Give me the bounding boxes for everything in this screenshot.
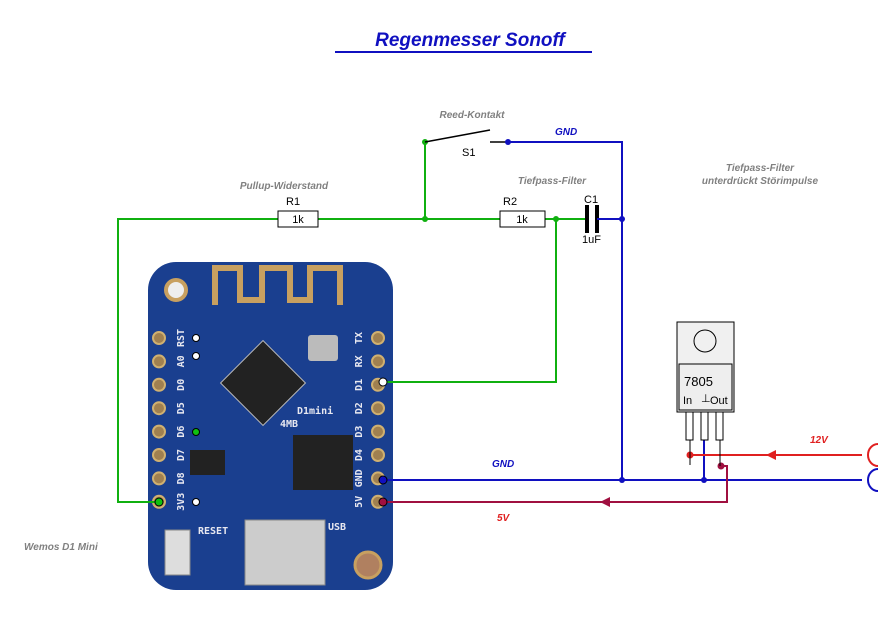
usb-label: USB — [328, 522, 346, 533]
chip-label: D1mini — [297, 405, 333, 417]
c1-label: C1 — [584, 194, 598, 206]
pin-rst — [152, 331, 166, 345]
pin-label: D1 — [354, 379, 365, 391]
pin-d3 — [371, 424, 385, 439]
c1-value: 1uF — [582, 234, 601, 246]
reset-button[interactable] — [164, 529, 191, 576]
note-line-1: Tiefpass-Filter — [726, 163, 795, 174]
board-name-label: Wemos D1 Mini — [24, 542, 98, 553]
pin-3v3-node — [154, 497, 164, 507]
pin-label: RX — [354, 355, 365, 367]
pin-tx — [371, 331, 385, 345]
junction — [422, 216, 428, 222]
gnd-connector — [867, 468, 879, 492]
pin-label: D3 — [354, 426, 365, 438]
12v-label: 12V — [810, 435, 829, 446]
arrow-left-icon — [600, 497, 610, 507]
capacitor-c1 — [585, 205, 599, 233]
pin-d5 — [152, 401, 166, 416]
r2-label: R2 — [503, 196, 517, 208]
pin-d4 — [371, 448, 385, 462]
voltage-regulator-7805 — [676, 321, 735, 466]
5v-label: 5V — [497, 513, 511, 524]
pin-label: D7 — [176, 449, 187, 461]
reset-label: RESET — [198, 526, 228, 537]
flash-label: 4MB — [280, 419, 298, 430]
pin-label: D8 — [176, 472, 187, 484]
pin-label: D5 — [176, 402, 187, 414]
pin-d0 — [152, 377, 166, 392]
regulator-name: 7805 — [684, 374, 713, 389]
pin-label: TX — [354, 332, 365, 344]
12v-connector — [867, 443, 879, 467]
pin-a0 — [152, 354, 166, 369]
pin-d7 — [152, 448, 166, 462]
pullup-label: Pullup-Widerstand — [240, 181, 329, 192]
signal-wires — [117, 142, 587, 503]
r1-value: 1k — [292, 214, 304, 226]
pin-label: A0 — [176, 355, 187, 367]
esp-chip — [219, 339, 307, 427]
gnd-label-top: GND — [555, 127, 577, 138]
pin-label: D4 — [354, 449, 365, 461]
arrow-left-icon — [766, 450, 776, 460]
diagram-title: Regenmesser Sonoff — [375, 30, 566, 51]
note-line-2: unterdrückt Störimpulse — [702, 176, 819, 187]
pin-rx — [371, 354, 385, 369]
reed-switch-s1 — [424, 129, 491, 143]
regulator-in: In — [683, 395, 692, 407]
pin-d6 — [152, 424, 166, 439]
junction — [553, 216, 559, 222]
gnd-label-bottom: GND — [492, 459, 514, 470]
pin-label: RST — [176, 329, 187, 347]
tiefpass-label: Tiefpass-Filter — [518, 176, 587, 187]
wemos-d1-mini-board: D1mini 4MB RESET USB RSTA0D0D5D6D7D83V3 … — [148, 262, 393, 590]
resistor-r2 — [499, 210, 546, 228]
pin-d8 — [152, 471, 166, 486]
pin-label: GND — [354, 469, 365, 487]
pin-gnd-node — [378, 475, 388, 485]
r1-label: R1 — [286, 196, 300, 208]
resistor-r1 — [277, 210, 319, 228]
r2-value: 1k — [516, 214, 528, 226]
5v-wire — [383, 465, 728, 503]
s1-label: S1 — [462, 147, 475, 159]
usb-port — [244, 519, 326, 586]
pin-label: D2 — [354, 402, 365, 414]
pin-label: D0 — [176, 379, 187, 391]
pin-label: 3V3 — [176, 493, 187, 511]
pin-label: 5V — [354, 496, 365, 508]
pin-label: D6 — [176, 426, 187, 438]
pin-d2 — [371, 401, 385, 416]
pin-5v-node — [378, 497, 388, 507]
reed-label: Reed-Kontakt — [439, 110, 505, 121]
pin-d1-node — [378, 377, 388, 387]
regulator-out: Out — [710, 395, 728, 407]
regulator-gnd: ⊥ — [701, 393, 711, 405]
gnd-wires — [383, 141, 862, 481]
